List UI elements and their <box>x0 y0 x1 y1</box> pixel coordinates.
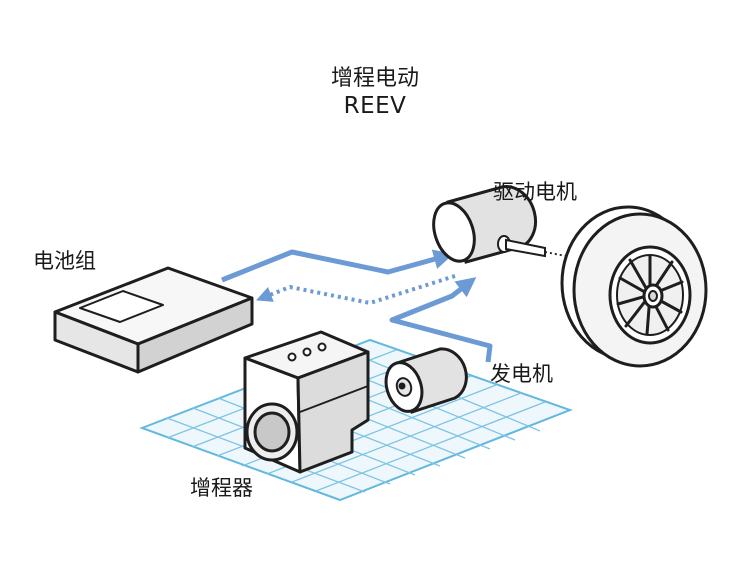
battery-to-motor-arrow <box>221 249 454 283</box>
energy-flow-arrows <box>221 249 493 363</box>
range-extender-engine <box>243 330 370 474</box>
generator-to-motor-arrow <box>389 277 493 363</box>
generator-to-battery-arrow <box>256 274 456 305</box>
range-extender-label: 增程器 <box>190 476 253 500</box>
battery-pack <box>53 266 254 374</box>
diagram-subtitle: REEV <box>343 93 407 119</box>
battery-label: 电池组 <box>33 249 96 273</box>
diagram-title: 增程电动 <box>330 66 419 91</box>
wheel <box>560 205 708 368</box>
drive-motor <box>432 185 567 264</box>
drive-motor-label: 驱动电机 <box>493 180 577 204</box>
generator-label: 发电机 <box>490 362 553 386</box>
generator <box>384 347 468 414</box>
